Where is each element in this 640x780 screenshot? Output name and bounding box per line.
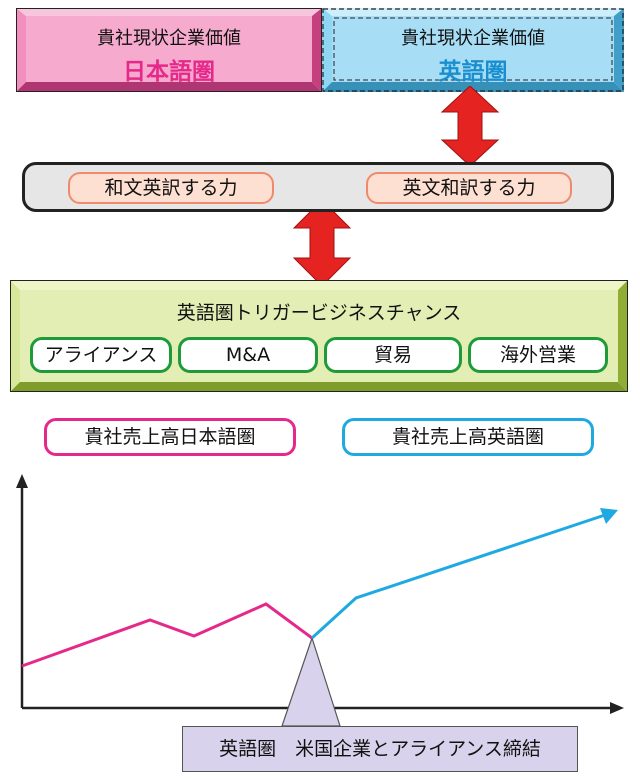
japan-value-box: 貴社現状企業価値 日本語圏 xyxy=(16,8,322,92)
double-arrow-icon xyxy=(292,200,352,286)
y-axis-arrow-icon xyxy=(16,474,28,488)
opportunity-item-overseas-sales: 海外営業 xyxy=(468,337,608,373)
japan-revenue-line xyxy=(21,602,313,668)
english-revenue-arrow-icon xyxy=(600,508,618,524)
english-revenue-line xyxy=(310,512,609,640)
english-to-japanese-pill: 英文和訳する力 xyxy=(366,172,572,204)
business-opportunity-box: 英語圏トリガービジネスチャンス xyxy=(10,280,628,392)
english-value-text: 貴社現状企業価値 英語圏 xyxy=(332,16,614,85)
japan-value-line1: 貴社現状企業価値 xyxy=(97,28,241,49)
japanese-to-english-pill: 和文英訳する力 xyxy=(68,172,274,204)
japan-value-box-frame xyxy=(16,8,322,92)
opportunity-item-alliance: アライアンス xyxy=(30,337,172,373)
japan-value-line2: 日本語圏 xyxy=(123,59,215,85)
double-arrow-icon xyxy=(440,86,500,166)
revenue-japan-label: 貴社売上高日本語圏 xyxy=(44,418,296,456)
opportunity-item-mna: M&A xyxy=(178,337,318,373)
revenue-english-label: 貴社売上高英語圏 xyxy=(342,418,594,456)
english-value-line1: 貴社現状企業価値 xyxy=(401,28,545,49)
business-opportunity-title: 英語圏トリガービジネスチャンス xyxy=(176,302,462,324)
x-axis-arrow-icon xyxy=(610,702,624,714)
english-value-line2: 英語圏 xyxy=(438,59,508,85)
english-value-box-frame xyxy=(322,8,624,92)
callout-pointer xyxy=(281,636,341,727)
japan-value-text: 貴社現状企業価値 日本語圏 xyxy=(26,16,312,85)
english-value-box: 貴社現状企業価値 英語圏 xyxy=(322,8,624,92)
alliance-callout: 英語圏 米国企業とアライアンス締結 xyxy=(182,726,578,772)
revenue-trend-graph xyxy=(16,474,624,727)
opportunity-item-trade: 貿易 xyxy=(324,337,462,373)
business-opportunity-frame xyxy=(10,280,628,392)
